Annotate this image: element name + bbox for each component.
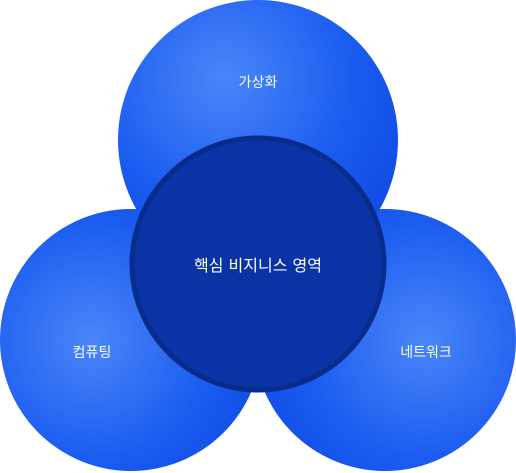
label-computing: 컴퓨팅	[72, 345, 112, 361]
circle-core-business	[129, 135, 387, 393]
label-network: 네트워크	[400, 345, 452, 361]
label-virtualization: 가상화	[238, 75, 278, 91]
label-core-business: 핵심 비지니스 영역	[194, 256, 322, 275]
